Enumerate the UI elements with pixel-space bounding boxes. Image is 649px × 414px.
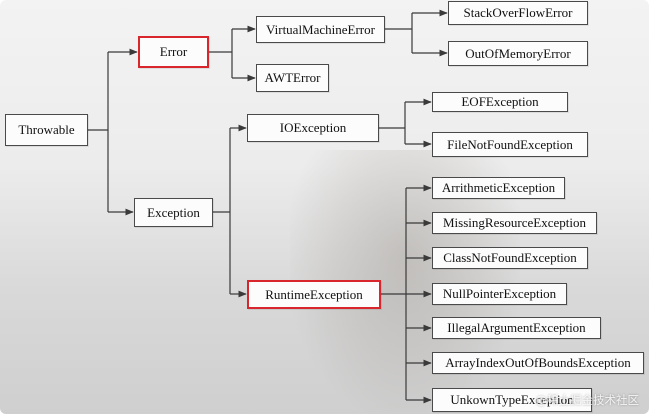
node-missing-resource-exception: MissingResourceException bbox=[432, 212, 597, 234]
node-error: Error bbox=[138, 36, 209, 68]
node-runtime-exception: RuntimeException bbox=[247, 280, 381, 309]
node-exception: Exception bbox=[134, 198, 213, 227]
node-class-not-found-exception: ClassNotFoundException bbox=[432, 247, 588, 269]
node-null-pointer-exception: NullPointerException bbox=[432, 283, 567, 305]
node-array-index-out-of-bounds-exception: ArrayIndexOutOfBoundsException bbox=[432, 352, 644, 374]
node-eof-exception: EOFException bbox=[432, 92, 568, 112]
node-illegal-argument-exception: IllegalArgumentException bbox=[432, 317, 601, 339]
node-virtual-machine-error: VirtualMachineError bbox=[256, 16, 385, 43]
watermark: @稀土掘金技术社区 bbox=[535, 393, 640, 407]
node-throwable: Throwable bbox=[5, 114, 88, 146]
node-unknown-type-exception: UnkownTypeException bbox=[432, 388, 592, 412]
node-arithmetic-exception: ArrithmeticException bbox=[432, 177, 565, 199]
node-file-not-found-exception: FileNotFoundException bbox=[432, 132, 588, 157]
node-stack-overflow-error: StackOverFlowError bbox=[448, 1, 588, 25]
node-out-of-memory-error: OutOfMemoryError bbox=[448, 41, 588, 66]
node-io-exception: IOException bbox=[247, 114, 379, 142]
node-awt-error: AWTError bbox=[256, 64, 329, 92]
